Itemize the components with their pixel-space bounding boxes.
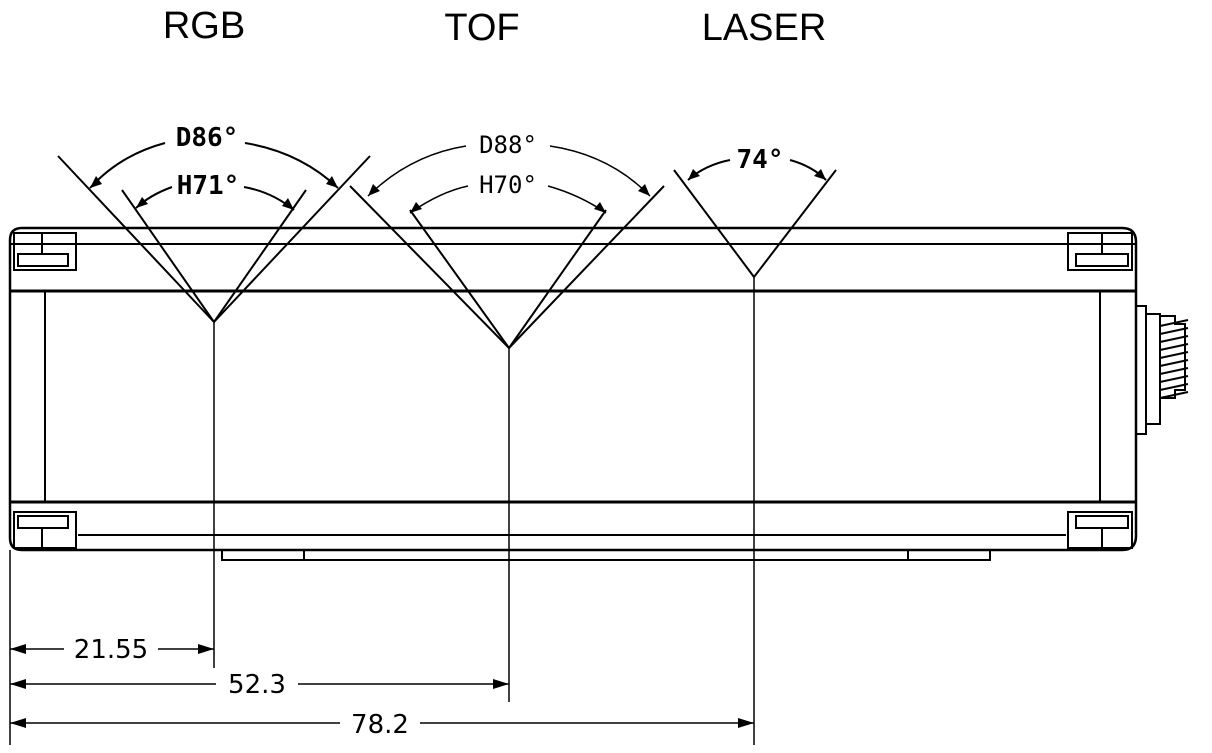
arrow-head bbox=[198, 644, 214, 654]
arrow-head bbox=[493, 679, 509, 689]
connector bbox=[1135, 305, 1189, 435]
arrow-head bbox=[10, 718, 26, 728]
rgb-offset-dimension: 21.55 bbox=[74, 635, 148, 665]
arrow-head bbox=[738, 718, 754, 728]
arrow-head bbox=[638, 184, 650, 196]
rgb-horizontal-angle: H71° bbox=[177, 171, 240, 201]
housing bbox=[8, 226, 1138, 561]
arrow-head bbox=[10, 644, 26, 654]
rgb-diagonal-angle: D86° bbox=[176, 123, 239, 153]
arrow-head bbox=[90, 176, 102, 188]
arrow-head bbox=[136, 197, 148, 208]
arrow-head bbox=[594, 202, 606, 213]
tof-offset-dimension: 52.3 bbox=[228, 670, 286, 700]
laser-fov bbox=[673, 159, 837, 745]
tof-fov bbox=[349, 145, 665, 702]
arrow-head bbox=[410, 202, 422, 213]
laser-angle: 74° bbox=[737, 145, 784, 175]
arrow-head bbox=[326, 176, 338, 188]
corner-clip-bottom-left bbox=[13, 511, 77, 549]
arrow-head bbox=[368, 184, 380, 196]
rgb-title: RGB bbox=[163, 5, 245, 47]
tof-title: TOF bbox=[444, 7, 519, 49]
arrow-head bbox=[10, 679, 26, 689]
tof-horizontal-angle: H70° bbox=[479, 171, 537, 199]
corner-clip-top-right bbox=[1067, 232, 1133, 271]
arrow-head bbox=[282, 198, 294, 210]
dimension-lines bbox=[9, 550, 754, 745]
laser-offset-dimension: 78.2 bbox=[351, 710, 409, 740]
corner-clip-bottom-right bbox=[1067, 511, 1133, 549]
arrow-head bbox=[688, 169, 700, 180]
corner-clip-top-left bbox=[13, 232, 77, 271]
laser-title: LASER bbox=[702, 7, 827, 49]
rgb-fov bbox=[57, 142, 371, 668]
arrow-head bbox=[814, 169, 826, 180]
tof-diagonal-angle: D88° bbox=[479, 131, 537, 159]
